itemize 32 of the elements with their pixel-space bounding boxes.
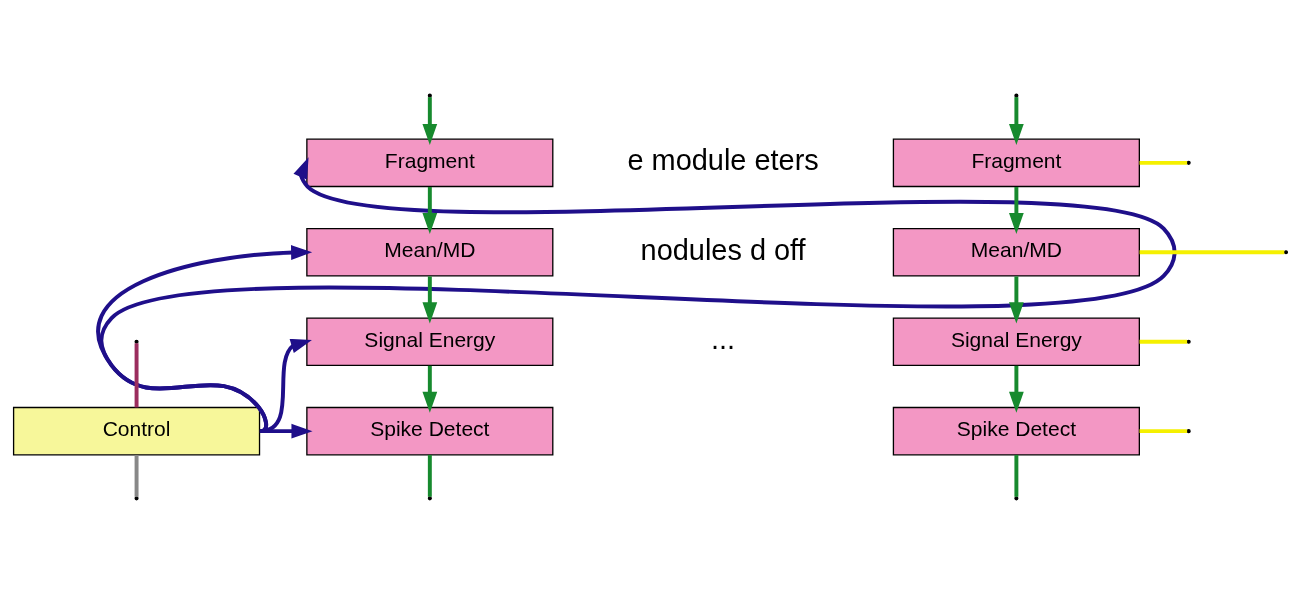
connector <box>134 455 139 497</box>
arrow <box>259 338 312 434</box>
node-box: Control <box>12 406 261 456</box>
arrow <box>1009 365 1024 413</box>
node-box: Spike Detect <box>306 406 554 456</box>
connector <box>1014 455 1019 497</box>
node-box: Fragment <box>892 138 1140 188</box>
connector <box>1139 250 1285 255</box>
arrow <box>100 157 1175 432</box>
arrow <box>422 365 438 413</box>
arrow <box>1009 97 1024 146</box>
connector <box>134 343 139 408</box>
node-box: Signal Energy <box>892 317 1140 367</box>
arrow <box>259 423 313 439</box>
label: e module eters <box>627 144 819 177</box>
arrow <box>1009 276 1024 324</box>
node-box: Signal Energy <box>306 317 554 367</box>
arrow <box>422 276 438 324</box>
connector <box>1139 160 1188 165</box>
arrow <box>1009 187 1024 234</box>
connector <box>427 455 432 497</box>
arrow <box>422 97 438 146</box>
node-box: Spike Detect <box>892 406 1140 456</box>
connector <box>1139 429 1188 434</box>
label: ... <box>711 323 736 356</box>
arrow <box>96 245 313 433</box>
connector <box>1139 339 1188 344</box>
node-box: Mean/MD <box>892 227 1140 277</box>
label: nodules d off <box>640 233 806 266</box>
node-box: Mean/MD <box>306 227 554 277</box>
node-box: Fragment <box>306 138 554 188</box>
arrow <box>422 187 438 234</box>
